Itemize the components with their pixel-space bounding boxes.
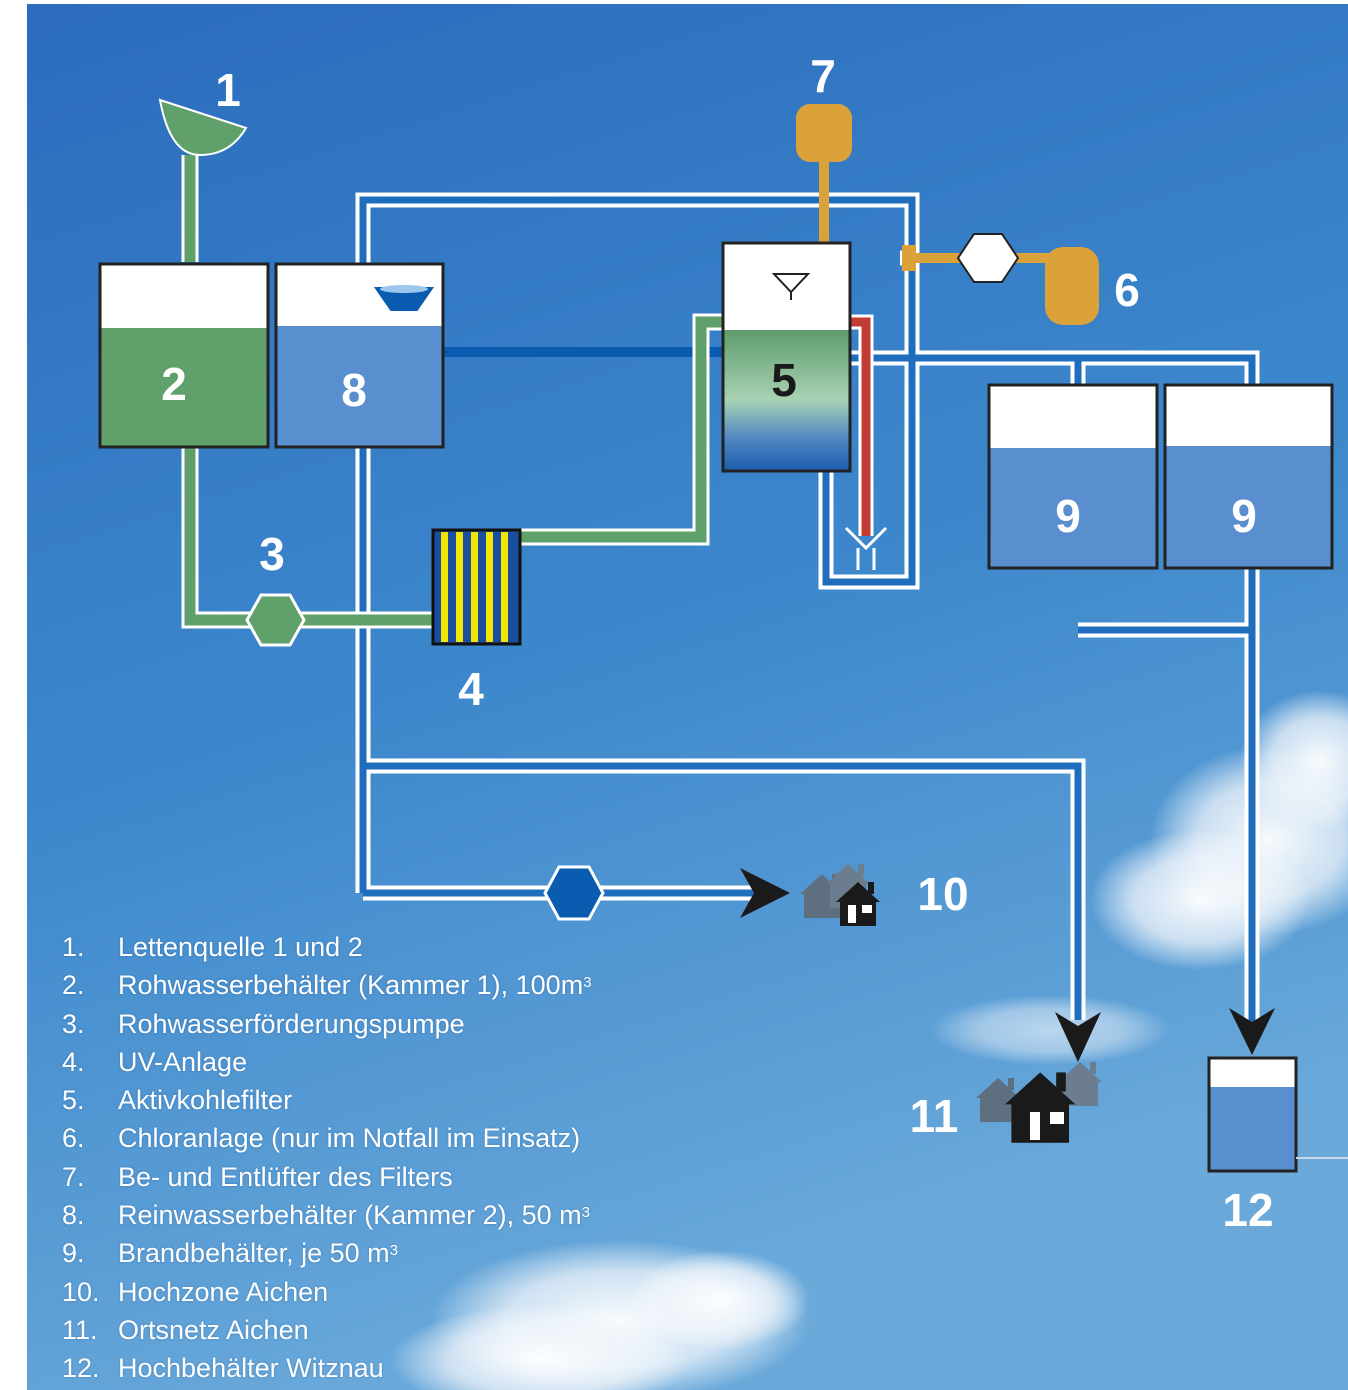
house-group-icon-11	[976, 1062, 1102, 1143]
label-9-right: 9	[1231, 490, 1257, 542]
legend-item: 1.Lettenquelle 1 und 2	[62, 932, 363, 962]
label-11: 11	[910, 1090, 959, 1142]
fire-tank-left	[987, 383, 1159, 570]
label-3: 3	[259, 528, 285, 580]
legend-item: 6.Chloranlage (nur im Notfall im Einsatz…	[62, 1123, 581, 1154]
legend-item: 5.Aktivkohlefilter	[62, 1085, 293, 1116]
legend-item: 11.Ortsnetz Aichen	[62, 1314, 309, 1345]
legend-item: 4.UV-Anlage	[62, 1046, 248, 1077]
label-12: 12	[1222, 1184, 1273, 1236]
label-4: 4	[458, 663, 484, 715]
arrow-head-icon-12	[1229, 1008, 1275, 1055]
uv-filter-icon	[431, 528, 522, 646]
activated-carbon-filter	[721, 241, 852, 473]
high-reservoir-tank	[1207, 1056, 1348, 1173]
vent-unit	[796, 104, 852, 162]
label-1: 1	[215, 64, 241, 116]
label-5: 5	[771, 354, 797, 406]
label-8: 8	[341, 364, 367, 416]
label-7: 7	[810, 50, 836, 102]
house-group-icon	[800, 864, 880, 926]
label-10: 10	[917, 868, 968, 920]
sky-background	[27, 4, 1348, 1390]
legend-item: 12.Hochbehälter Witznau	[62, 1353, 384, 1384]
chlorine-pump-icon	[956, 233, 1020, 283]
legend-item: 3.Rohwasserförderungspumpe	[62, 1008, 465, 1039]
label-6: 6	[1114, 264, 1140, 316]
pump-icon	[245, 593, 306, 647]
fire-tank-right	[1163, 383, 1334, 570]
label-2: 2	[161, 358, 187, 410]
arrow-head-icon	[740, 868, 790, 918]
clean-water-tank	[274, 262, 445, 449]
booster-pump-icon	[543, 865, 605, 921]
legend-item: 10.Hochzone Aichen	[62, 1276, 329, 1307]
label-9-left: 9	[1055, 490, 1081, 542]
legend-list: 1.Lettenquelle 1 und 2 2.Rohwasserbehält…	[62, 928, 592, 1388]
raw-water-tank	[98, 262, 270, 449]
chlorine-tank	[1045, 247, 1099, 325]
arrow-head-icon-11	[1055, 1012, 1101, 1062]
legend-item: 7.Be- und Entlüfter des Filters	[62, 1161, 453, 1192]
spring-basin-icon	[158, 98, 248, 157]
